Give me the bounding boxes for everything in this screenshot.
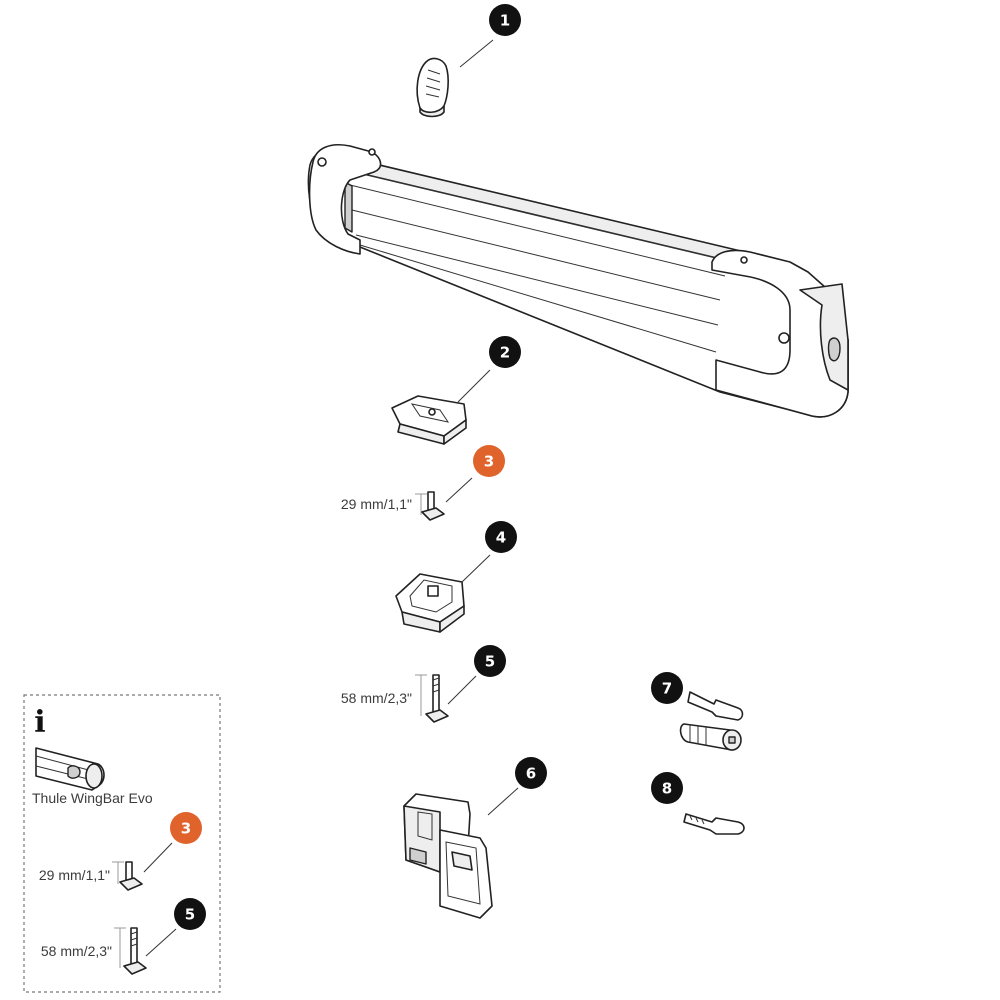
callout-2: 2 [489,336,521,368]
part-6-bracket [403,787,519,919]
part-1-end-cap [416,39,494,118]
callout-4: 4 [485,521,517,553]
callout-badge [170,812,202,844]
callout-label: 3 [181,820,191,838]
wingbar-evo-illustration [35,747,105,791]
callout-badge [651,772,683,804]
callout-badge [174,898,206,930]
callout-6: 6 [515,757,547,789]
callout-7: 7 [651,672,683,704]
callout-label: 7 [662,680,672,698]
part-8-key [683,813,745,835]
wingbar-caption: Thule WingBar Evo [32,790,153,806]
callout-8: 8 [651,772,683,804]
info-callout-5: 5 [174,898,206,930]
callout-label: 2 [500,344,510,362]
callout-label: 3 [484,453,494,471]
info-box: i Thule WingBar Evo 29 mm/1,1" 3 [23,694,221,993]
callout-label: 5 [485,653,495,671]
part-7-key-and-lock-cylinder [679,691,744,751]
callout-badge [489,336,521,368]
callout-5: 5 [474,645,506,677]
callout-label: 8 [662,780,672,798]
info-icon: i [34,705,45,740]
info-callout-3: 3 [170,812,202,844]
part-5-long-t-bolt [415,674,477,723]
part-3-short-t-bolt [415,477,473,521]
info-dimension-long-bolt: 58 mm/2,3" [41,943,112,959]
callout-1: 1 [489,4,521,36]
dimension-label-long-bolt: 58 mm/2,3" [341,690,412,706]
callout-label: 6 [526,765,536,783]
callout-badge [473,445,505,477]
info-long-t-bolt [114,927,177,975]
callout-label: 5 [185,906,195,924]
part-4-clamp-block [395,554,491,633]
ski-carrier-bar [307,144,849,418]
callout-label: 4 [496,529,506,547]
callout-badge [474,645,506,677]
callout-badge [651,672,683,704]
callout-badge [489,4,521,36]
info-short-t-bolt [112,842,173,891]
info-box-border [23,694,221,993]
part-2-adapter [391,369,491,445]
callout-label: 1 [500,12,510,30]
dimension-label-short-bolt: 29 mm/1,1" [341,496,412,512]
callout-3: 3 [473,445,505,477]
info-dimension-short-bolt: 29 mm/1,1" [39,867,110,883]
callout-badge [515,757,547,789]
callout-badge [485,521,517,553]
